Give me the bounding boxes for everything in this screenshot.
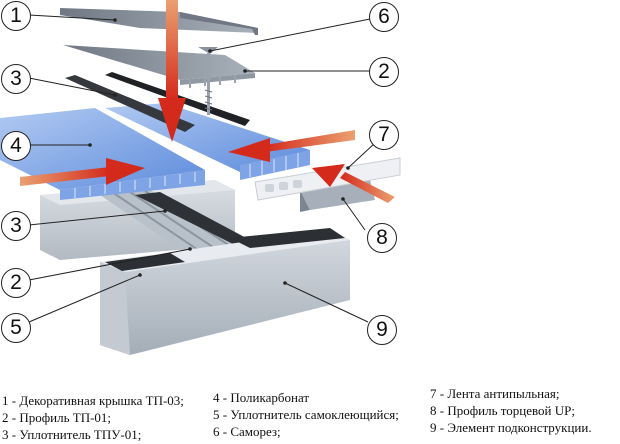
callout-3-top: 3: [1, 64, 31, 94]
legend-item-1: 1 - Декоративная крышка ТП-03;: [2, 393, 184, 408]
callout-8: 8: [367, 223, 397, 253]
callout-6: 6: [369, 2, 399, 32]
legend-item-4: 4 - Поликарбонат: [213, 390, 310, 405]
callout-4: 4: [1, 131, 31, 161]
lower-seal: [135, 192, 250, 245]
decorative-cap: [60, 8, 258, 35]
legend-item-3: 3 - Уплотнитель ТПУ-01;: [2, 427, 142, 442]
screw: [198, 47, 218, 115]
arrow-to-tape: [312, 164, 395, 203]
vertical-arrow: [158, 0, 186, 142]
legend-item-6: 6 - Саморез;: [213, 424, 281, 439]
legend-column-1: 1 - Декоративная крышка ТП-03; 2 - Профи…: [2, 392, 184, 443]
legend-item-2: 2 - Профиль ТП-01;: [2, 410, 112, 425]
callout-7: 7: [369, 120, 399, 150]
legend-item-7: 7 - Лента антипыльная;: [430, 386, 560, 401]
callout-2-bottom: 2: [1, 268, 31, 298]
callout-2-top: 2: [369, 57, 399, 87]
polycarbonate-sheet-left: [0, 108, 205, 200]
callout-3-bottom: 3: [1, 211, 31, 241]
assembly-illustration: [0, 0, 401, 355]
callout-9: 9: [367, 315, 397, 345]
callout-1: 1: [1, 1, 31, 31]
leader-lines: [28, 14, 376, 323]
right-arrow-left-sheet: [20, 158, 145, 186]
callout-5: 5: [1, 313, 31, 343]
legend-item-8: 8 - Профиль торцевой UP;: [430, 403, 575, 418]
upper-seal-left: [65, 75, 195, 132]
top-profile: [63, 45, 255, 88]
left-arrow-right-sheet: [228, 130, 355, 162]
legend-item-9: 9 - Элемент подконструкции.: [430, 420, 592, 435]
legend-item-5: 5 - Уплотнитель самоклеющийся;: [213, 407, 399, 422]
leader-dots: [88, 18, 350, 285]
substructure-main: [100, 228, 350, 355]
legend-column-2: 4 - Поликарбонат 5 - Уплотнитель самокле…: [213, 389, 399, 440]
legend-column-3: 7 - Лента антипыльная; 8 - Профиль торце…: [430, 385, 592, 436]
